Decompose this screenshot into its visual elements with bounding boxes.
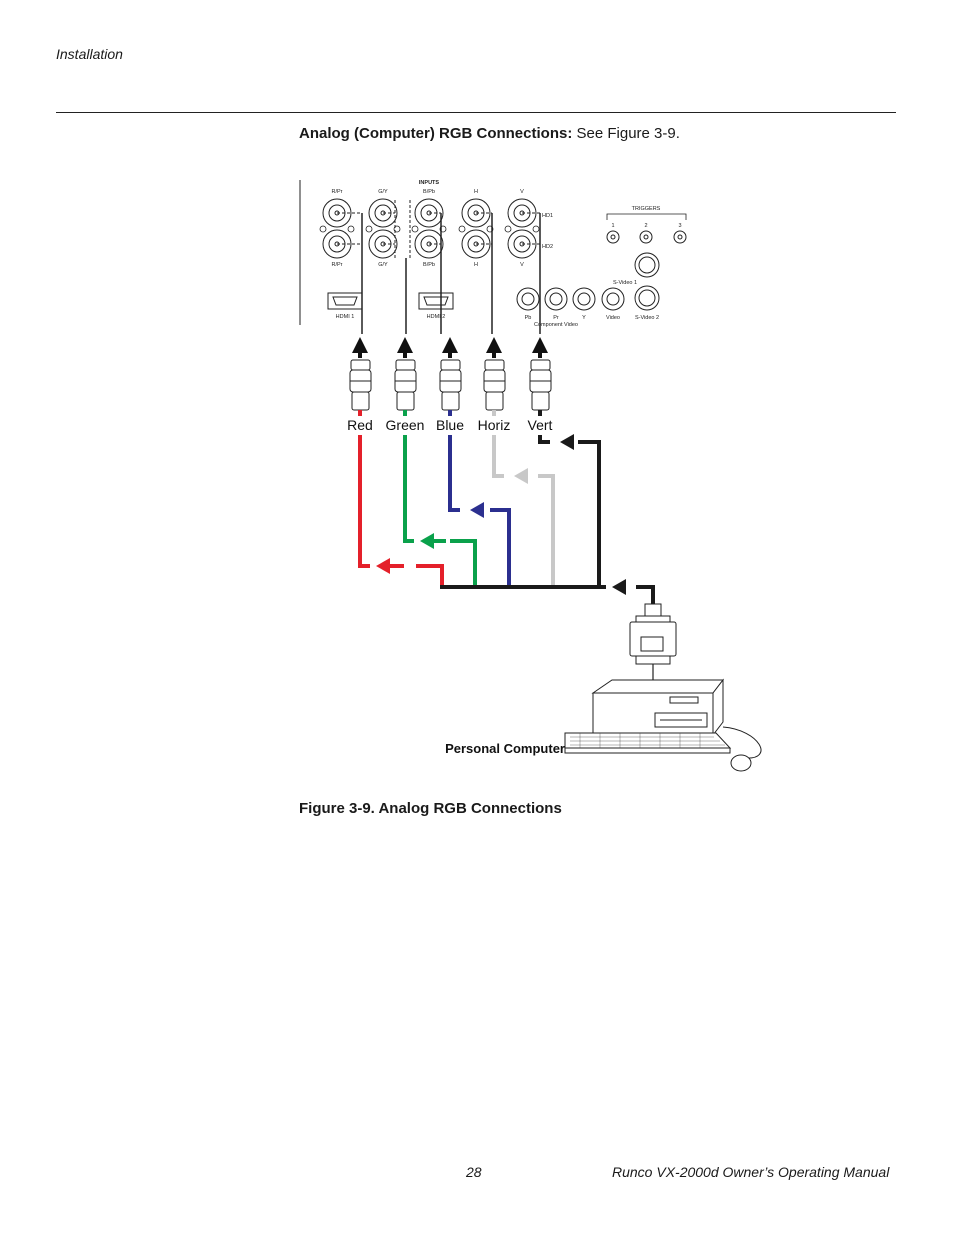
section-heading-rest: See Figure 3-9. bbox=[572, 125, 680, 142]
bnc-bottom-labels: R/Pr G/Y B/Pb H V bbox=[332, 262, 525, 268]
header-section-title: Installation bbox=[56, 46, 123, 62]
hd-group-dashes bbox=[337, 200, 540, 260]
cable-label-blue: Blue bbox=[436, 417, 464, 433]
cable-bundle bbox=[440, 579, 655, 608]
triggers-bracket bbox=[606, 213, 687, 220]
rca-label: Video bbox=[606, 315, 620, 321]
section-heading: Analog (Computer) RGB Connections: See F… bbox=[299, 125, 680, 142]
bnc-plug bbox=[394, 359, 417, 411]
cable-horiz bbox=[492, 435, 555, 587]
footer-manual-title: Runco VX-2000d Owner’s Operating Manual bbox=[612, 1164, 890, 1180]
bnc-top-row bbox=[322, 198, 537, 228]
bnc-label: B/Pb bbox=[423, 189, 435, 195]
section-heading-bold: Analog (Computer) RGB Connections: bbox=[299, 125, 573, 142]
bnc-plug bbox=[483, 359, 506, 411]
rca-label: Pr bbox=[553, 315, 559, 321]
trigger-number: 2 bbox=[644, 223, 647, 229]
trigger-jacks bbox=[606, 230, 687, 244]
svideo2-label: S-Video 2 bbox=[635, 315, 659, 321]
svideo1-label: S-Video 1 bbox=[613, 280, 637, 286]
bnc-label: V bbox=[520, 189, 524, 195]
hdmi2-label: HDMI 2 bbox=[427, 314, 446, 320]
figure-caption: Figure 3-9. Analog RGB Connections bbox=[299, 800, 562, 817]
hdmi2-port bbox=[418, 292, 454, 310]
computer-case bbox=[591, 679, 725, 694]
bnc-top-labels: R/Pr G/Y B/Pb H V bbox=[332, 189, 525, 195]
trigger-number: 3 bbox=[678, 223, 681, 229]
header-rule bbox=[56, 112, 896, 113]
panel-small-dots bbox=[319, 225, 540, 233]
bnc-label: R/Pr bbox=[332, 189, 343, 195]
panel-inputs-title: INPUTS bbox=[419, 180, 440, 186]
hdmi1-label: HDMI 1 bbox=[336, 314, 355, 320]
hdmi1-port bbox=[327, 292, 363, 310]
bnc-label: G/Y bbox=[378, 189, 388, 195]
bnc-label: R/Pr bbox=[332, 262, 343, 268]
cable-label-horiz: Horiz bbox=[478, 417, 511, 433]
input-arrows bbox=[352, 337, 548, 358]
bnc-label: V bbox=[520, 262, 524, 268]
computer-icon bbox=[564, 678, 762, 772]
analog-rgb-diagram: INPUTS R/Pr G/Y B/Pb H V bbox=[299, 180, 762, 772]
trigger-number: 1 bbox=[611, 223, 614, 229]
personal-computer-label: Personal Computer bbox=[445, 741, 565, 756]
mouse-cable bbox=[722, 726, 762, 759]
bnc-plug bbox=[529, 359, 552, 411]
bnc-plugs bbox=[349, 359, 552, 411]
bnc-plug bbox=[439, 359, 462, 411]
bnc-label: H bbox=[474, 189, 478, 195]
hd1-label: HD1 bbox=[542, 213, 553, 219]
mouse-icon bbox=[730, 754, 752, 772]
rca-label: Pb bbox=[525, 315, 532, 321]
rca-label: Y bbox=[582, 315, 586, 321]
triggers-title: TRIGGERS bbox=[632, 206, 661, 212]
cable-label-green: Green bbox=[386, 417, 425, 433]
cable-green bbox=[403, 435, 477, 587]
bnc-label: H bbox=[474, 262, 478, 268]
cable-stubs bbox=[358, 410, 542, 416]
cable-blue bbox=[448, 435, 511, 587]
bnc-label: B/Pb bbox=[423, 262, 435, 268]
component-video-label: Component Video bbox=[534, 322, 578, 328]
bnc-plug bbox=[349, 359, 372, 411]
cable-red bbox=[358, 435, 444, 587]
cable-label-red: Red bbox=[347, 417, 373, 433]
bnc-label: G/Y bbox=[378, 262, 388, 268]
vga-connector bbox=[629, 603, 677, 688]
keyboard bbox=[564, 732, 732, 749]
svideo1-port bbox=[634, 252, 660, 278]
panel-leader-lines bbox=[361, 213, 541, 334]
footer-page-number: 28 bbox=[466, 1164, 482, 1180]
rca-jacks bbox=[516, 287, 625, 311]
hd2-label: HD2 bbox=[542, 244, 553, 250]
cable-label-vert: Vert bbox=[528, 417, 553, 433]
cable-vert bbox=[538, 434, 601, 587]
svideo2-port bbox=[634, 285, 660, 311]
